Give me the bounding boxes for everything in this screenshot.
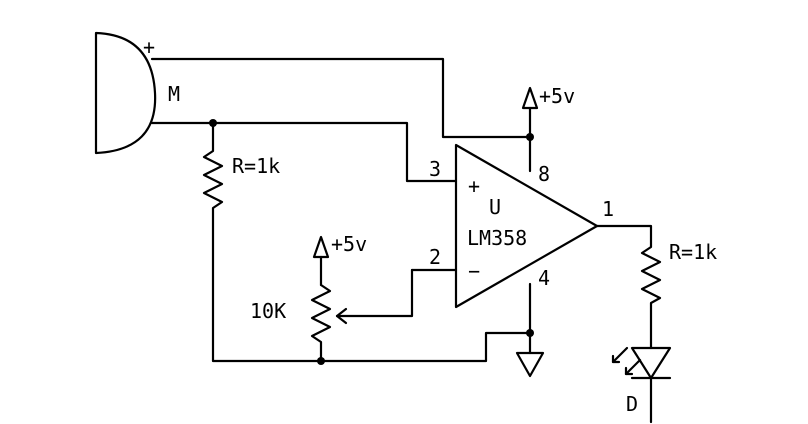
microphone-label: M <box>168 82 180 106</box>
ground-symbol <box>515 351 545 378</box>
opamp-designator: U <box>489 195 501 219</box>
resistor-right-symbol <box>595 224 662 350</box>
opamp-symbol <box>454 143 599 309</box>
opamp-pin-4: 4 <box>538 266 550 290</box>
junction-dot-mic <box>209 119 217 127</box>
opamp-minus-symbol: − <box>468 259 480 283</box>
resistor-right-label: R=1k <box>669 240 717 264</box>
supply-pot-label: +5v <box>331 232 367 256</box>
potentiometer-label: 10K <box>250 299 286 323</box>
wire-mic-minus <box>150 121 458 183</box>
opamp-pin-8: 8 <box>538 162 550 186</box>
opamp-plus-symbol: + <box>468 174 480 198</box>
supply-top-arrow <box>521 86 539 110</box>
junction-dot-vcc <box>526 133 534 141</box>
led-light-arrows <box>611 346 642 376</box>
potentiometer-wiper <box>335 268 414 318</box>
junction-dot-pot <box>317 357 325 365</box>
opamp-pin-1: 1 <box>602 197 614 221</box>
opamp-pin-3: 3 <box>429 157 441 181</box>
opamp-pin-2: 2 <box>429 245 441 269</box>
led-label: D <box>626 392 638 416</box>
resistor-left-symbol <box>202 121 532 363</box>
supply-top-label: +5v <box>539 84 575 108</box>
microphone-plus-sign: + <box>143 35 155 59</box>
potentiometer-wiper-arrow <box>335 307 348 325</box>
potentiometer-symbol <box>310 283 332 363</box>
opamp-part-number: LM358 <box>467 226 527 250</box>
supply-pot-arrow <box>312 235 330 259</box>
resistor-left-label: R=1k <box>232 154 280 178</box>
led-symbol <box>630 346 672 424</box>
wire-mic-plus <box>150 57 532 139</box>
junction-dot-gnd <box>526 329 534 337</box>
microphone-symbol <box>94 31 157 155</box>
